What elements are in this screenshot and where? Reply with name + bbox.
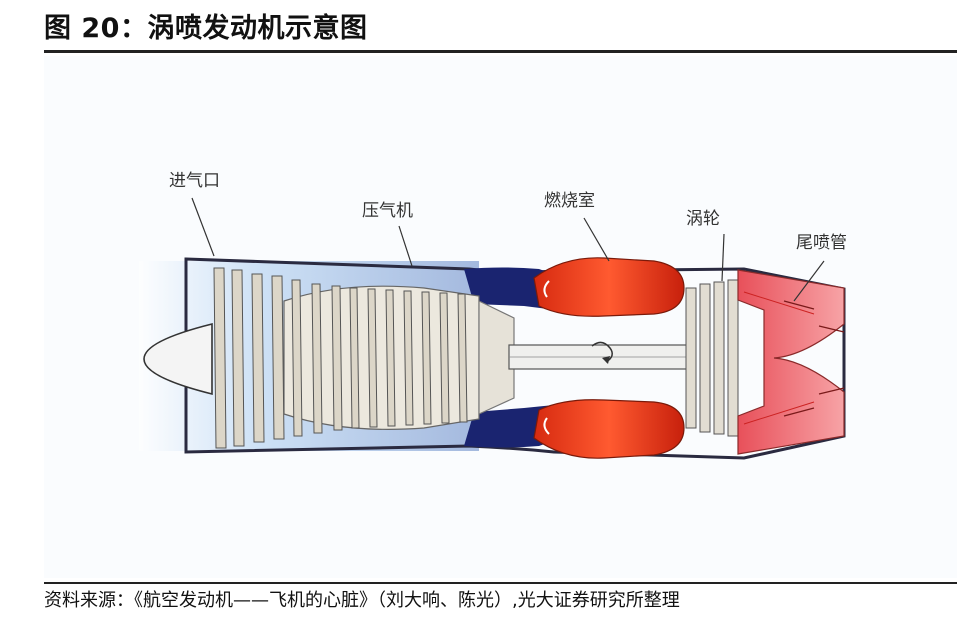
spinner-cone <box>143 322 213 396</box>
callout-lines <box>191 197 825 302</box>
combustion-chamber-lower <box>533 399 685 459</box>
diffuser <box>478 300 515 415</box>
rotation-arrow <box>591 341 613 363</box>
figure-title: 图 20：涡喷发动机示意图 <box>44 13 368 44</box>
turbojet-illustration: 进气口 压气机 燃烧室 涡轮 尾喷管 <box>139 171 847 460</box>
source-divider <box>44 582 957 584</box>
label-compressor: 压气机 <box>362 201 413 221</box>
compressor-blades <box>213 267 468 449</box>
fuel-injector-upper <box>543 280 550 298</box>
title-divider <box>44 50 957 53</box>
fuel-injector-lower <box>543 417 550 435</box>
label-nozzle: 尾喷管 <box>796 233 847 253</box>
label-inlet: 进气口 <box>169 171 220 191</box>
exhaust-nozzle <box>737 269 845 455</box>
turbine-blades <box>685 279 739 437</box>
turbojet-diagram: 进气口 压气机 燃烧室 涡轮 尾喷管 <box>44 56 957 578</box>
label-turbine: 涡轮 <box>686 209 720 229</box>
source-note: 资料来源：《航空发动机——飞机的心脏》（刘大响、陈光）,光大证券研究所整理 <box>44 590 680 611</box>
label-combustor: 燃烧室 <box>544 191 595 211</box>
combustion-chamber-upper <box>533 257 685 317</box>
